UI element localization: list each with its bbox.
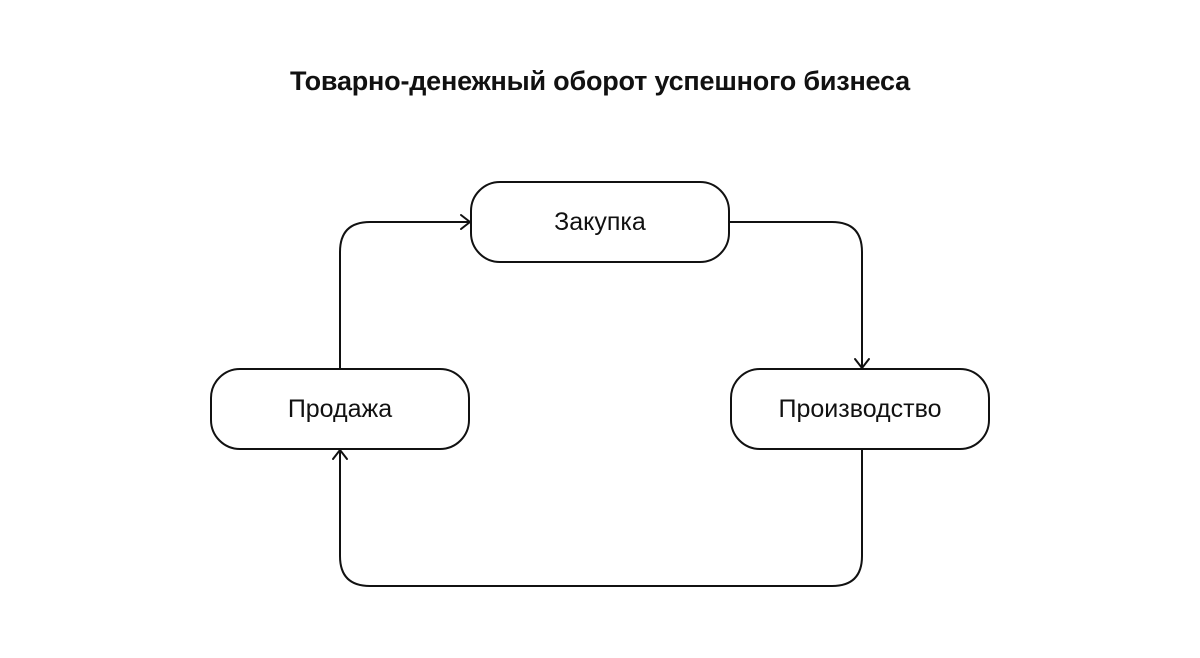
node-production-label: Производство: [778, 394, 942, 423]
arrowhead-sale-icon: [332, 449, 348, 460]
diagram-title: Товарно-денежный оборот успешного бизнес…: [290, 66, 910, 96]
edge-purchase-to-production: [729, 221, 863, 368]
edge-production-to-sale: [339, 449, 863, 587]
node-production: Производство: [730, 368, 990, 450]
edge-sale-to-purchase: [339, 221, 470, 369]
node-purchase-label: Закупка: [554, 207, 646, 236]
node-sale: Продажа: [210, 368, 470, 450]
node-purchase: Закупка: [470, 181, 730, 263]
node-sale-label: Продажа: [287, 394, 393, 423]
